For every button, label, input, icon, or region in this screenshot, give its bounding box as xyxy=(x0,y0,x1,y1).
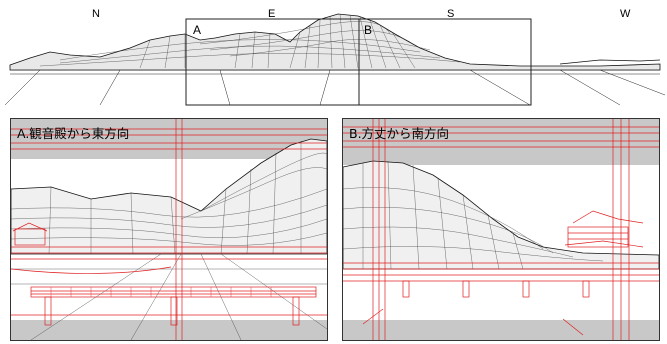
box-a-letter: A xyxy=(193,23,202,37)
panel-b-render xyxy=(343,119,659,340)
panel-a-label: A.観音殿から東方向 xyxy=(17,126,130,141)
panel-b-view: B.方丈から南方向 xyxy=(342,118,660,341)
panel-a-view: A.観音殿から東方向 xyxy=(10,118,328,341)
box-b-letter: B xyxy=(364,23,373,37)
panel-a-render xyxy=(11,119,327,340)
compass-south-label: S xyxy=(447,8,455,20)
compass-north-label: N xyxy=(92,8,100,20)
compass-west-label: W xyxy=(620,8,631,20)
panorama-wireframe xyxy=(4,13,666,106)
panel-b-label: B.方丈から南方向 xyxy=(349,126,450,141)
compass-east-label: E xyxy=(268,8,276,20)
